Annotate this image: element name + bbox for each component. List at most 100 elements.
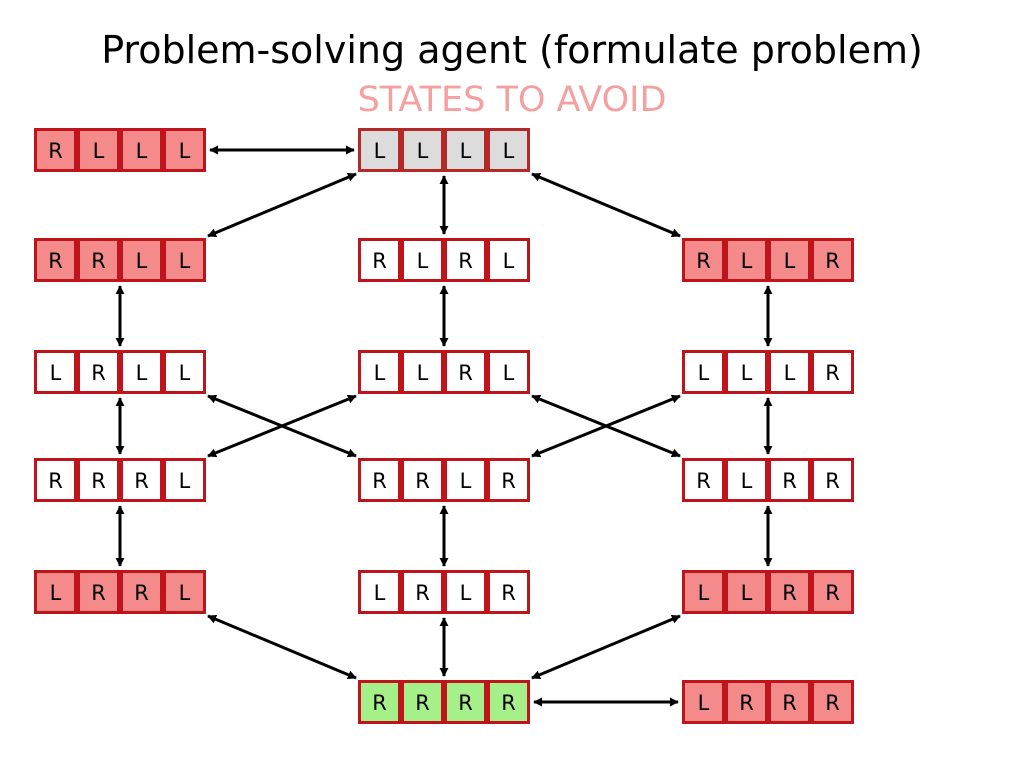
state-cell-label: L (136, 361, 148, 385)
state-cell-label: L (179, 249, 191, 273)
transition-arrow (207, 394, 357, 458)
state-cell-label: L (741, 581, 753, 605)
state-cell-box (163, 238, 206, 282)
state-cell-box (444, 238, 487, 282)
state-cell-label: R (458, 361, 473, 385)
state-cell-label: R (782, 469, 797, 493)
state-cell-label: R (825, 469, 840, 493)
state-cell-box (120, 458, 163, 502)
state-cell-box (811, 458, 854, 502)
state-cell-label: R (48, 139, 63, 163)
state-cell-box (725, 458, 768, 502)
state-cell-box (358, 458, 401, 502)
state-cell-label: L (503, 249, 515, 273)
page-title: Problem-solving agent (formulate problem… (101, 28, 923, 72)
state-cell-box (725, 570, 768, 614)
state-cell-box (34, 570, 77, 614)
state-cell-box (725, 350, 768, 394)
state-cell-box (487, 570, 530, 614)
state-cell-label: L (460, 139, 472, 163)
state-cell-label: R (825, 581, 840, 605)
state-cell-box (444, 128, 487, 172)
state-cell-label: R (372, 249, 387, 273)
state-cell-box (682, 350, 725, 394)
state-cell-label: R (91, 361, 106, 385)
state-cell-box (34, 128, 77, 172)
state-cell-label: R (501, 469, 516, 493)
state-cell-label: L (136, 139, 148, 163)
state-cell-label: L (179, 139, 191, 163)
state-cell-label: R (782, 581, 797, 605)
state-cell-box (358, 570, 401, 614)
state-cell-box (163, 128, 206, 172)
state-cell-label: R (134, 581, 149, 605)
state-cell-box (120, 238, 163, 282)
state-cell-box (811, 570, 854, 614)
state-cell-box (163, 350, 206, 394)
state-cell-box (682, 458, 725, 502)
state-cell-label: L (741, 469, 753, 493)
state-cell-label: L (460, 581, 472, 605)
state-cell-label: L (374, 139, 386, 163)
state-cell-box (811, 350, 854, 394)
state-cell-label: L (417, 249, 429, 273)
state-cell-label: R (134, 469, 149, 493)
state-cell-box (682, 680, 725, 724)
state-cell-label: L (93, 139, 105, 163)
transition-arrow (207, 172, 357, 238)
state-cell-label: R (415, 469, 430, 493)
state-cell-box (487, 458, 530, 502)
transition-arrow (531, 614, 681, 680)
state-cell-box (77, 238, 120, 282)
state-cell-box (77, 570, 120, 614)
state-cell-label: R (415, 691, 430, 715)
state-cell-box (444, 350, 487, 394)
state-cell-label: L (460, 469, 472, 493)
state-cell-label: R (48, 249, 63, 273)
state-cell-box (725, 680, 768, 724)
state-cell-box (811, 238, 854, 282)
state-cell-label: L (503, 139, 515, 163)
state-cell-box (725, 238, 768, 282)
state-cell-label: L (503, 361, 515, 385)
state-cell-label: R (825, 691, 840, 715)
state-cell-box (401, 350, 444, 394)
transitions (115, 145, 773, 707)
state-cell-label: R (91, 469, 106, 493)
state-cell-box (768, 680, 811, 724)
state-cell-box (487, 238, 530, 282)
state-cell-label: L (179, 581, 191, 605)
state-cell-box (163, 458, 206, 502)
state-cell-label: L (784, 361, 796, 385)
state-cell-box (34, 238, 77, 282)
state-cell-label: R (372, 691, 387, 715)
state-cell-label: L (784, 249, 796, 273)
state-cell-label: R (739, 691, 754, 715)
state-cell-box (401, 458, 444, 502)
transition-arrow (531, 172, 681, 238)
state-cell-label: L (741, 249, 753, 273)
state-cell-label: R (825, 361, 840, 385)
state-cell-label: L (179, 361, 191, 385)
state-cell-label: L (136, 249, 148, 273)
state-cell-box (77, 458, 120, 502)
state-cell-box (768, 458, 811, 502)
state-cell-label: L (50, 361, 62, 385)
state-cell-label: L (698, 581, 710, 605)
state-cell-label: L (417, 361, 429, 385)
